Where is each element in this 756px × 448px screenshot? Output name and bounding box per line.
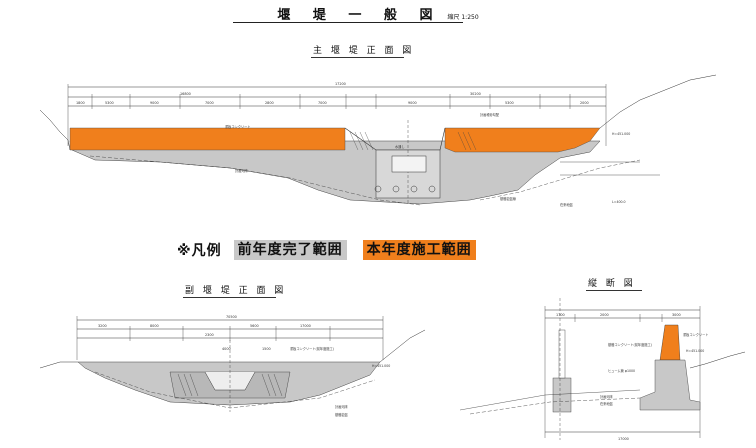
section-note-0: 重板コンクリート bbox=[683, 332, 709, 337]
sub-note-3: 基礎岩盤 bbox=[335, 412, 349, 417]
section-dim-0: 1700 bbox=[556, 313, 565, 317]
main-dim-6: 2800 bbox=[265, 101, 274, 105]
main-dim-1: 30200 bbox=[470, 92, 481, 96]
section-current-range bbox=[659, 324, 681, 361]
section-note-3: H=451.000 bbox=[686, 349, 704, 353]
legend: ※凡例 前年度完了範囲 本年度施工範囲 bbox=[177, 239, 476, 261]
section-heading: 縦 断 図 bbox=[588, 279, 636, 289]
sub-front-view: 70500 3200 8000 5600 17000 2300 4000 150… bbox=[39, 315, 426, 417]
sub-note-2: 計画河床 bbox=[335, 404, 349, 409]
main-note-3: 基礎岩盤線 bbox=[500, 196, 517, 201]
sub-dim-5: 4000 bbox=[222, 347, 231, 351]
main-dim-7: 7000 bbox=[318, 101, 327, 105]
sub-dim-3: 17000 bbox=[300, 324, 311, 328]
section-note-4: 計画河床 bbox=[600, 394, 614, 399]
sub-front-heading-underline bbox=[183, 297, 276, 298]
main-dim-9: 5300 bbox=[505, 101, 514, 105]
sub-dim-0: 3200 bbox=[98, 324, 107, 328]
main-dim-2: 1800 bbox=[76, 101, 85, 105]
sub-dim-2: 5600 bbox=[250, 324, 259, 328]
sub-note-1: H=451.000 bbox=[372, 364, 390, 368]
sub-dim-1: 8000 bbox=[150, 324, 159, 328]
main-front-heading: 主 堰 堤 正 面 図 bbox=[313, 46, 415, 56]
main-dim-0: 16800 bbox=[180, 92, 191, 96]
main-note-6: 在来地盤 bbox=[560, 202, 574, 207]
section-dim-2: 3000 bbox=[672, 313, 681, 317]
drawing-scale: 縮尺 1:250 bbox=[447, 14, 479, 21]
legend-prefix: ※凡例 bbox=[177, 243, 222, 259]
section-dim-1: 2000 bbox=[600, 313, 609, 317]
main-dim-10: 2000 bbox=[580, 101, 589, 105]
legend-done-range: 前年度完了範囲 bbox=[233, 240, 347, 260]
main-dim-8: 9000 bbox=[408, 101, 417, 105]
main-note-0: 重板コンクリート bbox=[225, 124, 251, 129]
section-note-2: ヒューム管 φ1000 bbox=[608, 368, 635, 373]
section-heading-underline bbox=[586, 290, 642, 291]
section-view: 1700 2000 3000 17000 重板コンクリート 基礎コンクリート(前… bbox=[459, 298, 746, 441]
main-note-2: 計画河床 bbox=[235, 168, 249, 173]
sub-overall-dim: 70500 bbox=[226, 315, 237, 319]
main-dim-4: 9000 bbox=[150, 101, 159, 105]
main-note-1: 計画堆砂勾配 bbox=[480, 112, 500, 117]
main-front-view: 17200 16800 30200 1800 5300 9000 7000 28… bbox=[39, 74, 717, 207]
sub-dim-6: 1500 bbox=[262, 347, 271, 351]
main-current-left bbox=[69, 127, 346, 151]
sub-note-0: 重板コンクリート(前年度施工) bbox=[290, 346, 334, 351]
main-front-heading-underline bbox=[311, 57, 404, 58]
sub-front-heading: 副 堰 堤 正 面 図 bbox=[185, 286, 287, 296]
section-note-1: 基礎コンクリート(前年度施工) bbox=[608, 342, 652, 347]
legend-current-range: 本年度施工範囲 bbox=[362, 240, 476, 260]
title-underline bbox=[233, 22, 463, 23]
drawing-title-text: 堰 堤 一 般 図 bbox=[277, 8, 442, 23]
section-previous-range bbox=[639, 359, 701, 411]
main-overall-dim: 17200 bbox=[335, 82, 346, 86]
section-dim-3: 17000 bbox=[618, 437, 629, 441]
main-note-7: L=400.0 bbox=[612, 200, 626, 204]
section-note-5: 在来地盤 bbox=[600, 401, 614, 406]
sub-dim-4: 2300 bbox=[205, 333, 214, 337]
drawing-title: 堰 堤 一 般 図縮尺 1:250 bbox=[0, 4, 756, 23]
main-previous-range bbox=[69, 140, 601, 205]
main-dim-3: 5300 bbox=[105, 101, 114, 105]
main-current-right bbox=[444, 127, 601, 153]
main-note-4: H=451.000 bbox=[612, 132, 630, 136]
main-dim-5: 7000 bbox=[205, 101, 214, 105]
main-note-5: 水通し bbox=[395, 144, 405, 149]
